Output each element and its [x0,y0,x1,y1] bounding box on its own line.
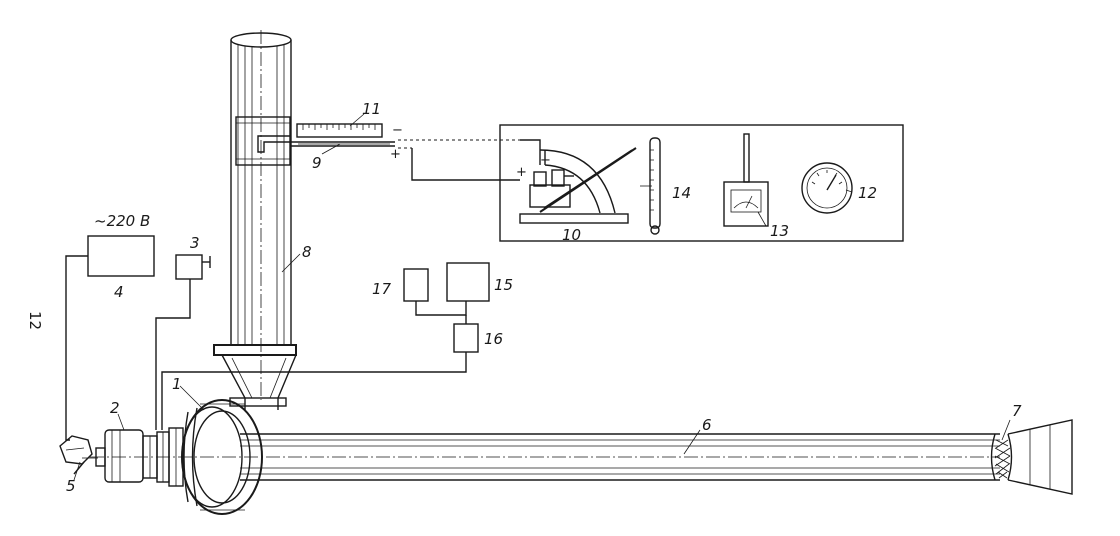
label-12: 12 [858,184,877,202]
label-1: 1 [172,375,182,393]
polarity-plus-lower: + [516,165,527,180]
fan-housing [181,399,263,515]
label-17: 17 [372,280,392,298]
leader-lines [73,113,1011,481]
voltmeter [723,133,769,227]
power-supply-box [65,235,155,441]
margin-number: 12 [26,311,44,330]
label-5: 5 [66,477,76,495]
label-16: 16 [484,330,503,348]
horizontal-pipe [90,433,1000,481]
label-15: 15 [494,276,513,294]
label-8: 8 [302,243,312,261]
power-label: ~220 В [94,212,150,230]
amplifier-box [453,323,479,353]
polarity-minus-lower: − [540,153,551,168]
recorder-box [446,262,490,302]
scale-ruler [296,123,383,138]
exit-cone [1007,419,1073,495]
instrument-panel [499,124,904,242]
pitot-tube [257,135,395,153]
thermocouple-wires [411,139,541,181]
thermometer [649,137,661,235]
label-11: 11 [362,100,381,118]
dial-gauge [801,162,853,214]
counter-box [403,268,429,302]
block-wiring [161,301,467,430]
regulator-box [155,254,211,430]
label-9: 9 [312,154,322,172]
mesh-screen [990,433,1013,481]
label-3: 3 [190,234,200,252]
signal-leads [398,139,520,149]
polarity-minus-upper: − [392,123,403,138]
label-6: 6 [702,416,712,434]
label-2: 2 [110,399,120,417]
label-14: 14 [672,184,691,202]
sensor-probe [59,435,98,475]
vertical-column [213,30,297,410]
label-10: 10 [562,226,581,244]
polarity-plus-upper: + [390,147,401,162]
inclined-manometer [519,147,637,224]
label-4: 4 [114,283,124,301]
label-7: 7 [1012,402,1022,420]
motor-coupling [95,427,184,487]
label-13: 13 [770,222,789,240]
